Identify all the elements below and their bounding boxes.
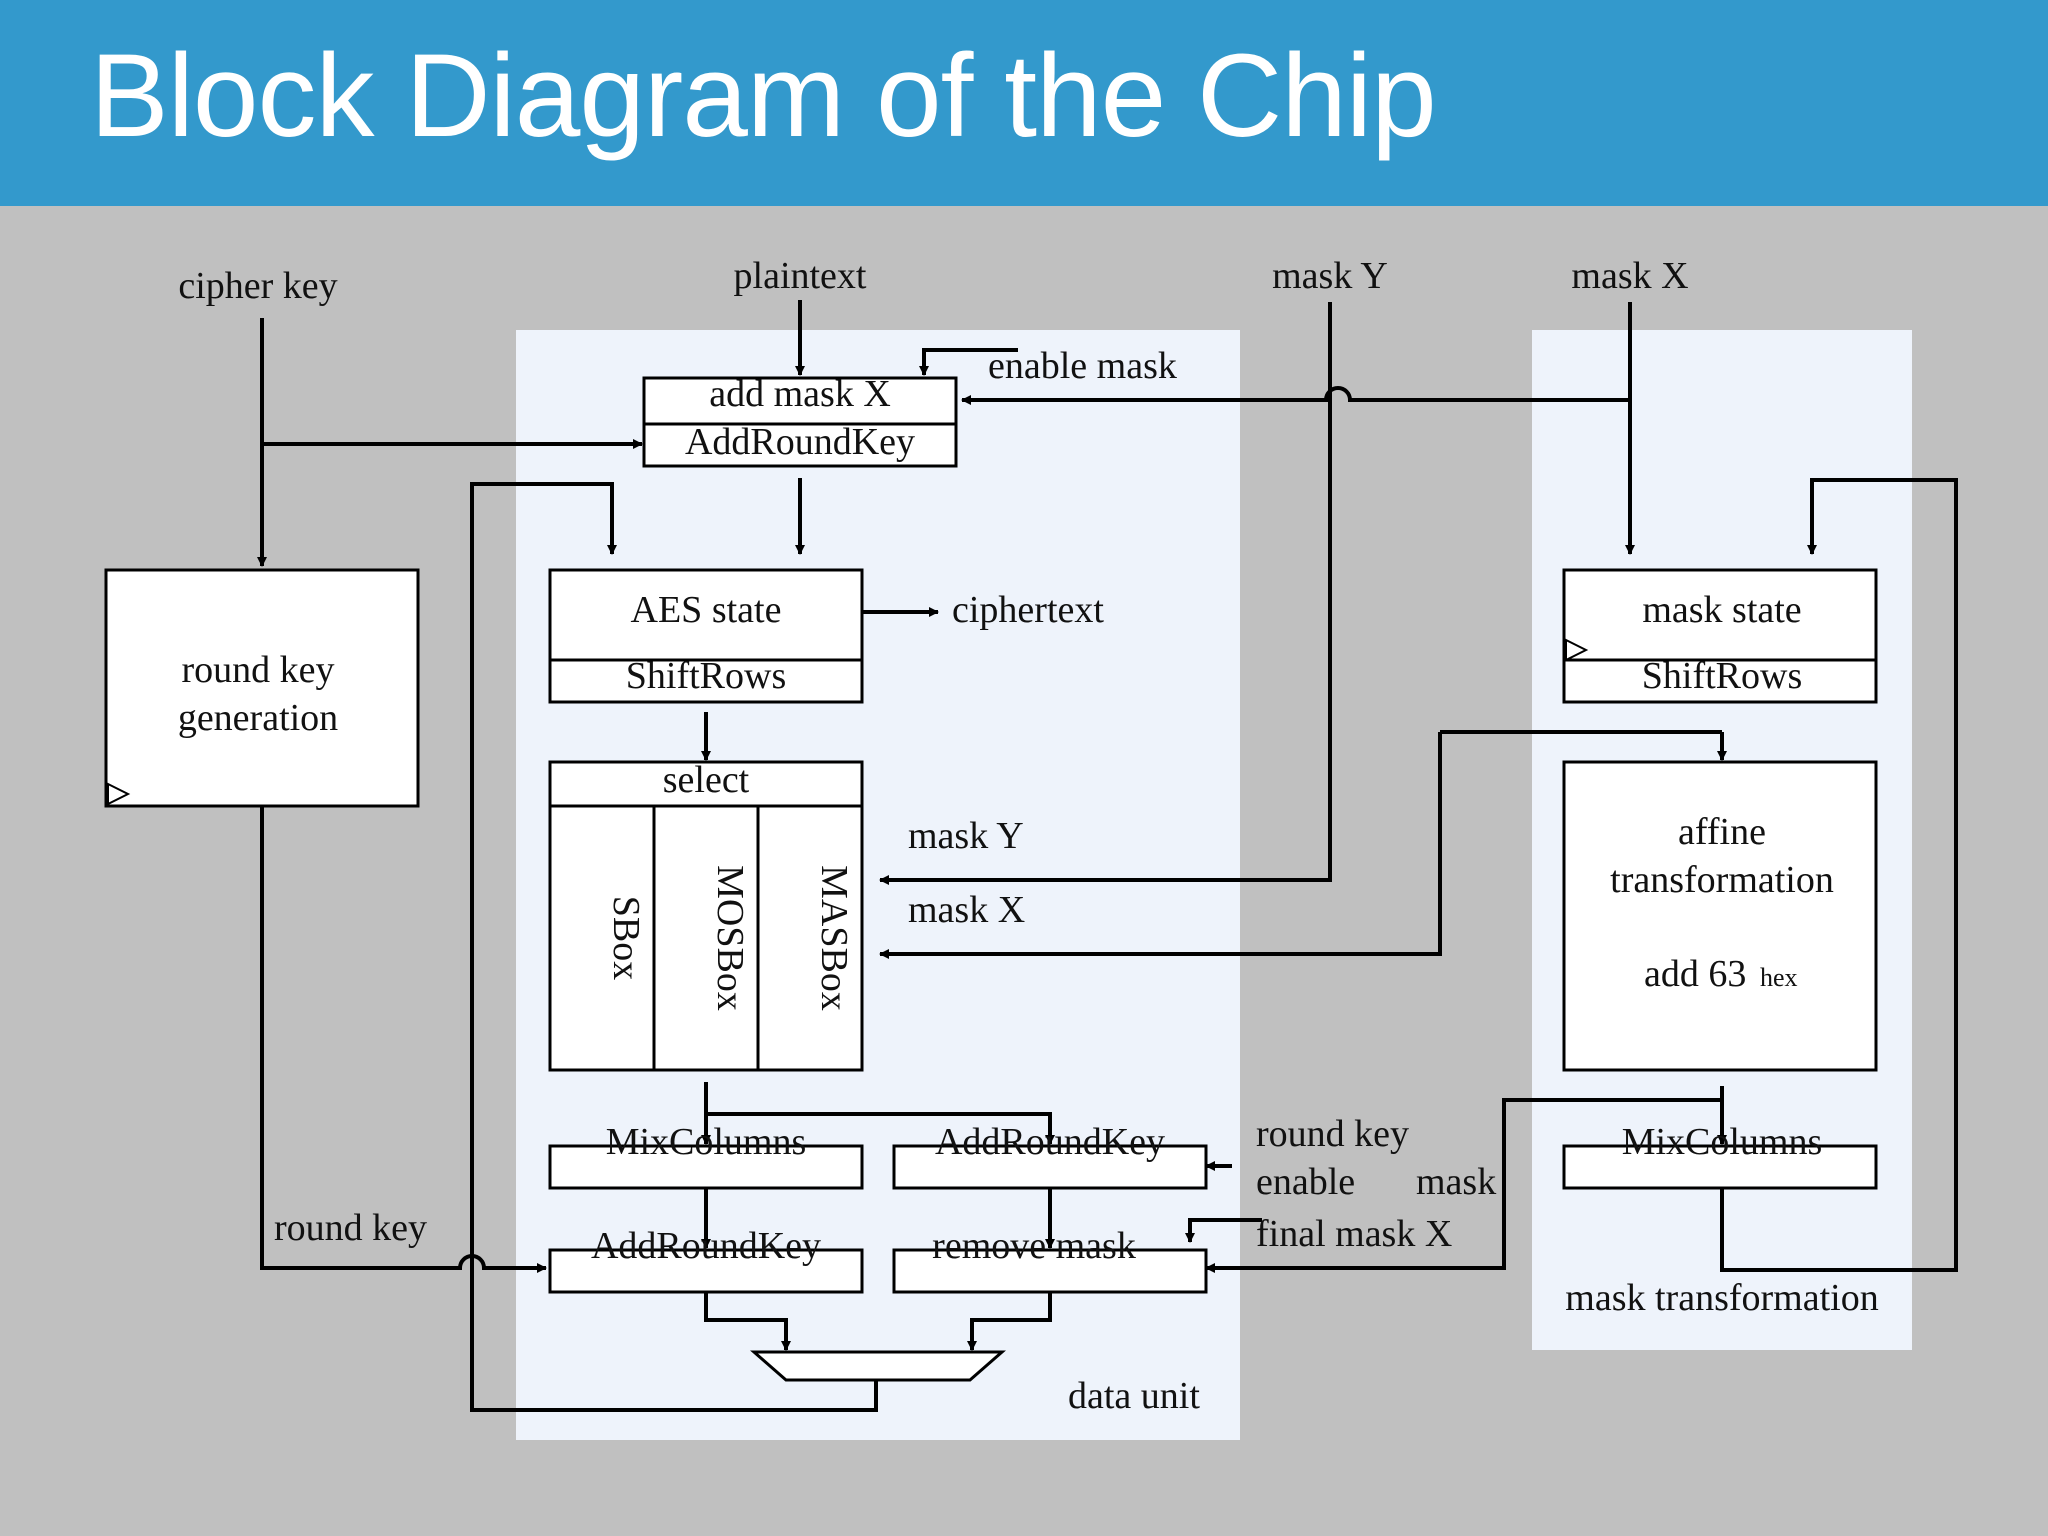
mask-mix-columns-box <box>1562 1144 1878 1190</box>
final-mask-x-label: final mask X <box>1256 1213 1452 1255</box>
affine-transformation-box <box>1562 760 1878 1072</box>
mosbox-box <box>652 804 760 1072</box>
mask-x-sbox-label: mask X <box>908 889 1025 931</box>
add-round-key-right-label: AddRoundKey <box>935 1121 1165 1163</box>
mask-shift-rows-box <box>1562 658 1878 704</box>
round-key-clock-marker <box>107 782 131 806</box>
round-key-right-label: round key <box>1256 1113 1409 1155</box>
mix-columns-label: MixColumns <box>606 1121 807 1163</box>
add-round-key-top-label: AddRoundKey <box>685 421 915 463</box>
output-mux <box>750 1350 1006 1382</box>
masbox-label: MASBox <box>813 865 855 1011</box>
sbox-box <box>548 804 656 1072</box>
hex-subscript: hex <box>1760 963 1798 992</box>
masbox-box <box>756 804 864 1072</box>
aes-state-label: AES state <box>631 589 782 631</box>
mask-state-label: mask state <box>1642 589 1801 631</box>
add-round-key-top-box <box>642 422 958 468</box>
add-mask-x-label: add mask X <box>709 373 891 415</box>
mix-columns-box <box>548 1144 864 1190</box>
add-round-key-bottom-box <box>548 1248 864 1294</box>
add-round-key-bottom-label: AddRoundKey <box>591 1225 821 1267</box>
shift-rows-box <box>548 658 864 704</box>
enable-mask-label: enable mask <box>988 345 1177 387</box>
ciphertext-label: ciphertext <box>952 589 1104 631</box>
slide-title: Block Diagram of the Chip <box>90 30 1437 162</box>
slide-header: Block Diagram of the Chip <box>0 0 2048 206</box>
transformation-label: transformation <box>1610 859 1834 901</box>
mask-transformation-label: mask transformation <box>1565 1277 1878 1319</box>
round-key-output-label: round key <box>274 1207 427 1249</box>
enable-right-label: enable <box>1256 1161 1355 1203</box>
data-unit-label: data unit <box>1068 1375 1200 1417</box>
mask-state-clock-marker <box>1565 638 1589 662</box>
affine-label: affine <box>1678 811 1766 853</box>
add-63-label: add 63 <box>1644 953 1746 995</box>
sbox-label: SBox <box>605 896 647 980</box>
plaintext-label: plaintext <box>734 255 867 297</box>
mosbox-label: MOSBox <box>709 865 751 1011</box>
cipher-key-label: cipher key <box>178 265 337 307</box>
remove-mask-box <box>892 1248 1208 1294</box>
shift-rows-label: ShiftRows <box>626 655 786 697</box>
mask-shift-rows-label: ShiftRows <box>1642 655 1802 697</box>
aes-state-box <box>548 568 864 662</box>
mask-x-input-label: mask X <box>1571 255 1688 297</box>
mask-y-input-label: mask Y <box>1272 255 1388 297</box>
round-key-generation-box <box>104 568 420 808</box>
mask-mix-columns-label: MixColumns <box>1622 1121 1823 1163</box>
mask-y-sbox-label: mask Y <box>908 815 1024 857</box>
round-key-generation-line2: generation <box>178 697 338 739</box>
round-key-generation-line1: round key <box>181 649 334 691</box>
add-round-key-right-box <box>892 1144 1208 1190</box>
select-box <box>548 760 864 808</box>
mask-state-box <box>1562 568 1878 662</box>
mask-right-label: mask <box>1416 1161 1496 1203</box>
select-label: select <box>663 759 750 801</box>
remove-mask-label: remove mask <box>932 1225 1136 1267</box>
